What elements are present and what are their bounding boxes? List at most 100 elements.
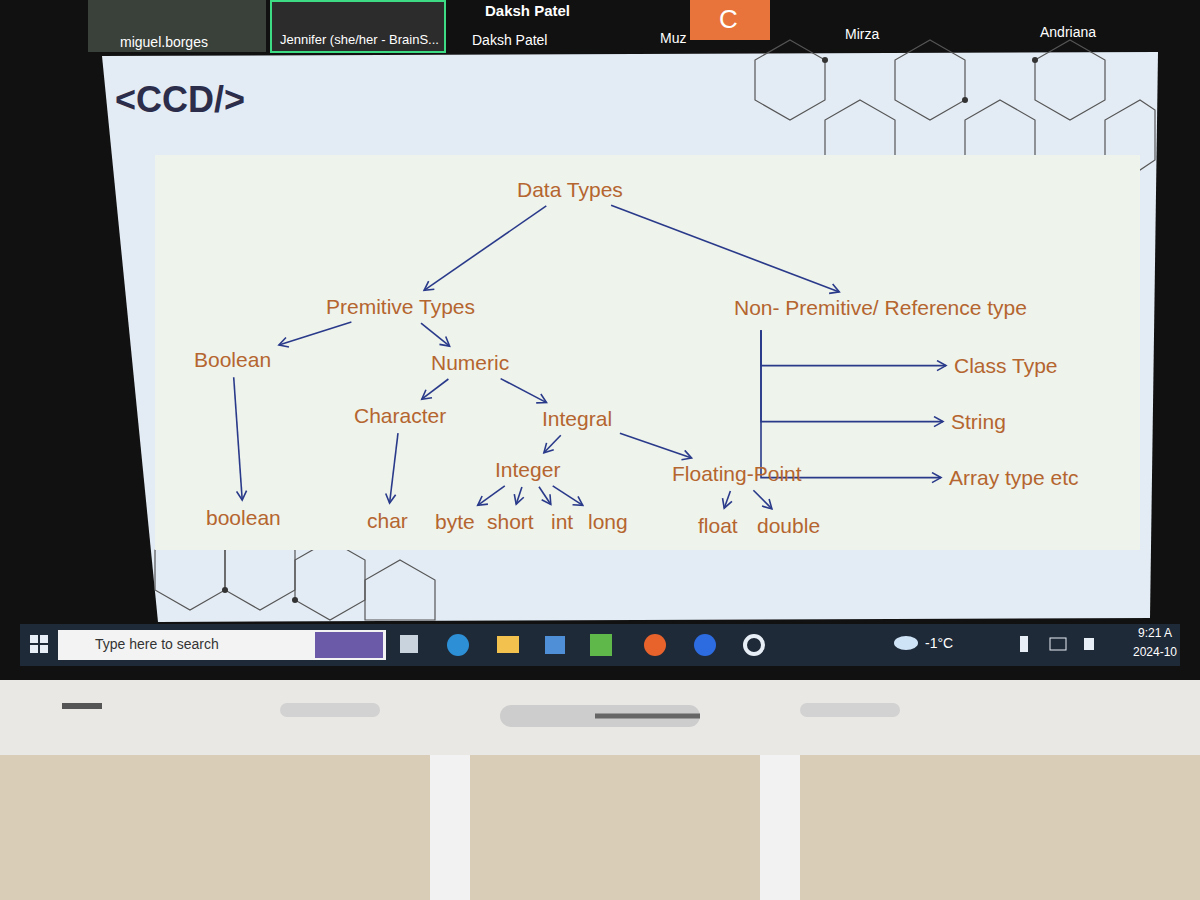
type-node: Numeric — [426, 348, 514, 377]
logo-text: <CCD/> — [115, 78, 245, 121]
type-label: long — [588, 509, 628, 534]
hierarchy-arrow — [390, 433, 398, 503]
participant-name: Daksh Patel — [485, 2, 570, 20]
dot — [962, 97, 968, 103]
pen — [595, 714, 700, 719]
hierarchy-arrow — [234, 377, 243, 500]
type-label: Array type etc — [949, 465, 1079, 490]
tray-icon — [1020, 636, 1028, 652]
type-label: float — [698, 513, 738, 538]
app-icon — [400, 635, 418, 653]
hexagon — [365, 560, 435, 620]
indicator-lights — [62, 703, 102, 709]
type-label: byte — [435, 509, 475, 534]
type-label: char — [367, 508, 408, 533]
app-icon — [447, 634, 469, 656]
hierarchy-arrow — [620, 433, 692, 458]
search-box — [58, 630, 386, 660]
app-icon — [590, 634, 612, 656]
participant-name: Jennifer (she/her - BrainS... — [280, 32, 439, 48]
type-label: Character — [354, 403, 446, 428]
type-node: long — [583, 507, 633, 536]
avatar-tile — [690, 0, 770, 40]
hexagon — [295, 540, 365, 620]
hierarchy-arrow — [761, 330, 946, 365]
type-label: Premitive Types — [326, 294, 475, 319]
hierarchy-arrow — [724, 491, 730, 508]
type-node: Premitive Types — [321, 292, 480, 321]
type-label: short — [487, 509, 534, 534]
type-node: short — [482, 507, 539, 536]
hierarchy-arrow — [553, 486, 583, 506]
participant-name: miguel.borges — [120, 34, 208, 51]
hexagon — [895, 40, 965, 120]
hierarchy-arrow — [611, 205, 839, 292]
app-icon — [497, 636, 519, 653]
type-label: Integer — [495, 457, 560, 482]
board-frame — [0, 680, 1200, 755]
type-label: Numeric — [431, 350, 509, 375]
type-node: float — [693, 511, 743, 540]
start-button — [30, 635, 48, 653]
hierarchy-arrow — [539, 487, 551, 505]
weather-icon — [894, 636, 918, 650]
type-label: Non- Premitive/ Reference type — [734, 295, 1027, 320]
type-node: double — [752, 511, 825, 540]
type-node: Boolean — [189, 345, 276, 374]
taskbar-text: Type here to search — [95, 636, 219, 653]
participant-name: Daksh Patel — [472, 32, 547, 49]
hierarchy-arrow — [501, 379, 547, 403]
hierarchy-arrow — [422, 379, 449, 399]
screen-bezel — [0, 0, 1200, 705]
speaker-grille — [800, 703, 900, 717]
type-label: Boolean — [194, 347, 271, 372]
app-icon — [694, 634, 716, 656]
type-label: double — [757, 513, 820, 538]
search-highlight — [315, 632, 383, 658]
type-label: Integral — [542, 406, 612, 431]
type-node: Character — [349, 401, 451, 430]
type-node: Data Types — [512, 175, 628, 204]
dot — [222, 587, 228, 593]
type-node: Floating-Point — [667, 459, 807, 488]
type-node: Non- Premitive/ Reference type — [729, 293, 1032, 322]
hierarchy-arrow — [421, 323, 450, 346]
type-label: Floating-Point — [672, 461, 802, 486]
video-thumbnail — [271, 1, 445, 52]
speaker-grille — [280, 703, 380, 717]
hexagon-decoration — [155, 40, 1155, 620]
logo-pane — [40, 645, 48, 653]
app-icon — [545, 636, 565, 654]
participant-name: Muz — [660, 30, 686, 47]
logo-pane — [30, 645, 38, 653]
tray-icon — [1050, 638, 1066, 650]
hierarchy-arrow — [544, 435, 561, 453]
taskbar-text: -1°C — [925, 635, 953, 652]
app-icon — [644, 634, 666, 656]
type-node: int — [546, 507, 578, 536]
hierarchy-arrow — [761, 330, 943, 421]
hierarchy-arrow — [761, 330, 941, 477]
hexagon — [755, 40, 825, 120]
taskbar — [20, 624, 1180, 666]
tray-icon — [1084, 638, 1094, 650]
stand-leg — [760, 755, 800, 900]
type-label: Data Types — [517, 177, 623, 202]
hierarchy-arrow — [424, 206, 546, 290]
type-node: Class Type — [949, 351, 1063, 380]
type-node: byte — [430, 507, 480, 536]
type-label: int — [551, 509, 573, 534]
taskbar-icons — [400, 634, 1094, 656]
hierarchy-arrow — [516, 487, 522, 504]
type-node: char — [362, 506, 413, 535]
participant-name: C — [719, 4, 738, 35]
taskbar-text: 2024-10 — [1133, 645, 1177, 659]
type-node: String — [946, 407, 1011, 436]
dot — [822, 57, 828, 63]
logo-pane — [30, 635, 38, 643]
diagram-panel — [155, 155, 1140, 550]
type-node: Array type etc — [944, 463, 1084, 492]
